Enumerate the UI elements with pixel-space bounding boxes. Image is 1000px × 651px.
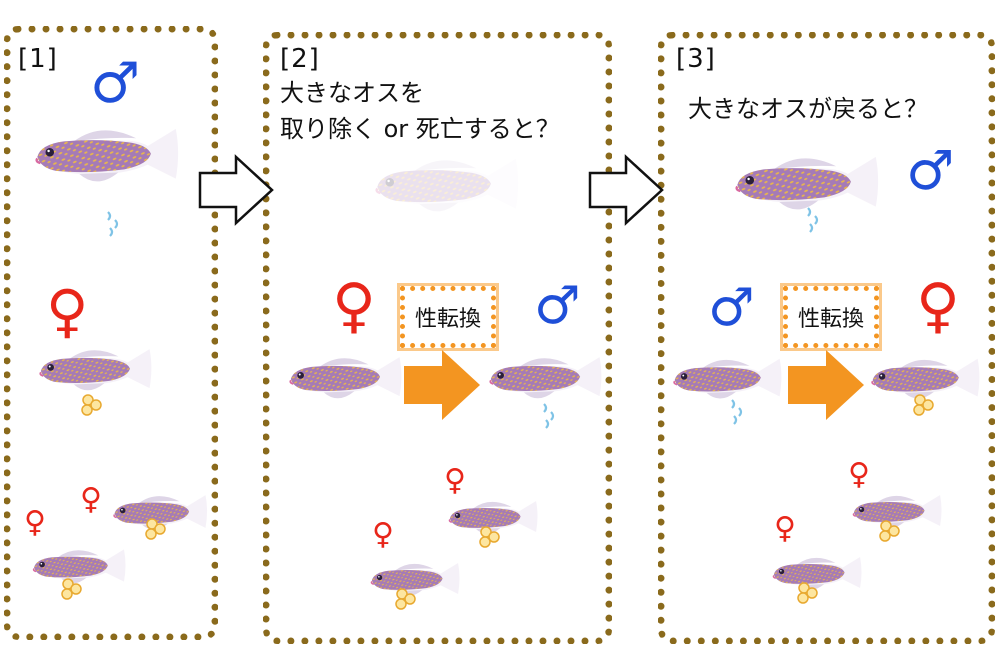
sperm-icon <box>106 210 119 238</box>
male-symbol: ♂ <box>534 276 581 336</box>
arrow-icon <box>198 155 274 225</box>
panel-2 <box>263 32 612 644</box>
sex-change-label: 性転換 <box>400 286 496 348</box>
female-symbol: ♀ <box>444 463 466 498</box>
female-symbol: ♀ <box>46 277 89 345</box>
panel-3-caption: 大きなオスが戻ると？ <box>688 95 928 123</box>
female-symbol: ♀ <box>332 271 376 341</box>
sperm-icon <box>542 402 555 430</box>
arrow-icon <box>788 350 864 420</box>
panel-3 <box>658 32 995 644</box>
female-symbol: ♀ <box>848 457 870 492</box>
female-symbol: ♀ <box>24 505 46 540</box>
egg-cluster-icon <box>797 582 818 604</box>
sperm-icon <box>730 398 743 426</box>
panel-2-caption-line-2: 取り除く or 死亡すると？ <box>280 115 560 143</box>
fish-icon <box>489 356 603 400</box>
male-symbol: ♂ <box>708 278 755 338</box>
panel-1 <box>4 26 218 640</box>
fish-icon <box>673 357 783 400</box>
egg-cluster-icon <box>395 588 416 610</box>
arrow-icon <box>588 155 664 225</box>
fish-icon <box>39 348 153 392</box>
panel-2-caption-line-1: 大きなオスを <box>280 79 424 107</box>
panel-2-label: [2] <box>280 44 320 74</box>
fish-icon <box>289 356 403 400</box>
panel-3-label: [3] <box>676 44 716 74</box>
egg-cluster-icon <box>913 394 934 416</box>
female-symbol: ♀ <box>80 482 102 517</box>
female-symbol: ♀ <box>916 271 960 341</box>
panel-1-label: [1] <box>18 44 58 74</box>
egg-cluster-icon <box>145 518 166 540</box>
female-symbol: ♀ <box>372 517 394 552</box>
sperm-icon <box>806 206 819 234</box>
egg-cluster-icon <box>61 578 82 600</box>
male-symbol: ♂ <box>90 51 141 116</box>
egg-cluster-icon <box>81 394 102 416</box>
fish-icon <box>35 127 180 183</box>
arrow-icon <box>404 350 480 420</box>
female-symbol: ♀ <box>774 511 796 546</box>
egg-cluster-icon <box>479 526 500 548</box>
sex-change-label: 性転換 <box>783 286 879 348</box>
fish-icon <box>735 155 880 211</box>
egg-cluster-icon <box>879 520 900 542</box>
male-symbol: ♂ <box>906 139 955 202</box>
fish-icon <box>375 157 520 213</box>
